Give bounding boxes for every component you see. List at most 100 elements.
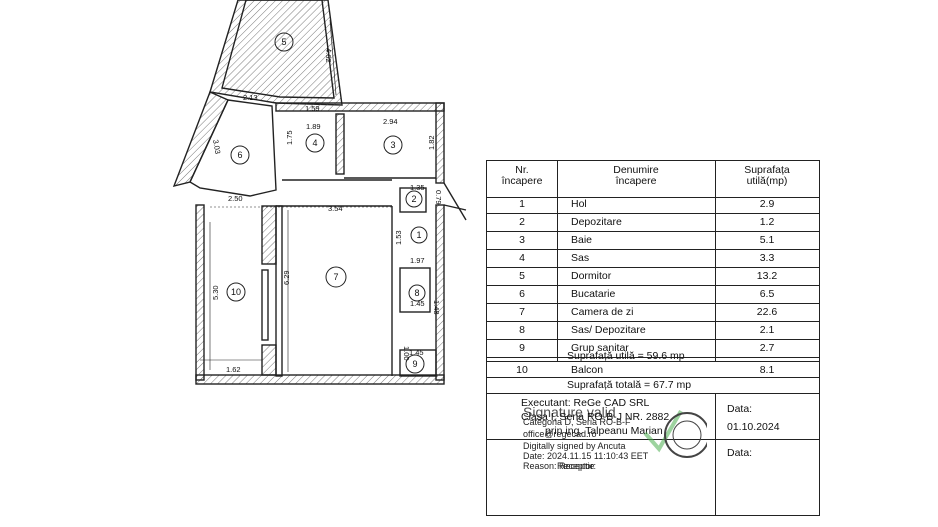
room-marker-4 xyxy=(305,133,325,153)
header-text: Nr. xyxy=(515,164,529,176)
dim-label: 1.48 xyxy=(432,300,441,315)
total-area: Suprafață totală = 67.7 mp xyxy=(567,379,692,391)
row-divider xyxy=(487,321,819,322)
row-divider xyxy=(487,361,819,362)
room-2-box xyxy=(399,187,427,213)
stamp-category: Categoria D, Seria RO-B-F xyxy=(523,417,631,427)
dim-label: 1.59 xyxy=(305,104,320,113)
signature-valid: Signature valid xyxy=(523,404,616,420)
row-divider xyxy=(487,357,819,358)
row-divider xyxy=(487,339,819,340)
dim-label: 4.62 xyxy=(324,48,333,63)
cell-name: Sas xyxy=(571,252,590,264)
room-marker-5 xyxy=(274,32,294,52)
wall-left-balcony xyxy=(195,204,205,381)
dim-label: 1.89 xyxy=(306,122,321,131)
wall-sas-bath xyxy=(335,113,345,175)
room-5-outline xyxy=(221,0,335,99)
table-row: 4 Sas 3.3 xyxy=(487,252,819,266)
table-row: 5 Dormitor 13.2 xyxy=(487,270,819,284)
cell-area: 2.9 xyxy=(759,198,775,210)
window-balcony xyxy=(261,269,269,341)
header-text: încapere xyxy=(615,175,657,187)
executant: Executant: ReGe CAD SRL xyxy=(521,397,650,409)
dim-line-5 xyxy=(329,19,337,96)
wall-balcony-divider-bottom xyxy=(261,344,277,376)
sig-line-2: Date: 2024.11.15 11:10:43 EET xyxy=(523,451,649,461)
cell-area: 6.5 xyxy=(759,288,775,300)
room-marker-10 xyxy=(226,282,246,302)
room-marker-8 xyxy=(408,284,426,302)
row-divider xyxy=(487,231,819,232)
header-text: încapere xyxy=(501,175,543,187)
room-marker-7 xyxy=(325,266,347,288)
wall-room-6 xyxy=(172,91,229,188)
room-label-8: 8 xyxy=(414,288,419,298)
office-email: office@regecad.ro xyxy=(523,429,597,439)
cell-name: Balcon xyxy=(571,364,604,376)
dim-label: 2.13 xyxy=(243,93,258,102)
cell-name: Grup sanitar xyxy=(571,342,629,354)
wall-right-bath xyxy=(435,102,445,184)
col-divider xyxy=(715,161,716,361)
col-header-area: Suprafața utilă(mp) xyxy=(715,161,819,197)
cell-nr: 1 xyxy=(519,198,525,210)
cell-name: Depozitare xyxy=(571,216,622,228)
sig-line-3: Reason: Receptie xyxy=(523,461,595,471)
table-row: 7 Camera de zi 22.6 xyxy=(487,306,819,320)
date-label: Data: xyxy=(727,403,753,415)
row-divider xyxy=(487,393,819,394)
dim-label: 5.30 xyxy=(211,285,220,300)
cell-area: 1.2 xyxy=(759,216,775,228)
cell-nr: 9 xyxy=(519,342,525,354)
cell-nr: 3 xyxy=(519,234,525,246)
cell-nr: 4 xyxy=(519,252,525,264)
dim-label: 1.75 xyxy=(285,130,294,145)
header-text: Suprafața xyxy=(744,164,790,176)
room-marker-6 xyxy=(230,145,250,165)
cell-name: Camera de zi xyxy=(571,306,634,318)
room-label-10: 10 xyxy=(231,287,241,297)
cell-area: 5.1 xyxy=(759,234,775,246)
dim-label: 1.97 xyxy=(410,256,425,265)
room-marker-9 xyxy=(405,354,425,374)
engineer: prin ing. Talpeanu Marian xyxy=(545,425,663,437)
area-table: Nr. încapere Denumire încapere Suprafața… xyxy=(486,160,820,516)
cell-name: Hol xyxy=(571,198,587,210)
row-divider xyxy=(487,303,819,304)
cell-nr: 7 xyxy=(519,306,525,318)
wall-living-left xyxy=(275,205,283,377)
balcony-row: 10 Balcon 8.1 xyxy=(487,364,819,378)
room-marker-1 xyxy=(410,226,428,244)
seal-inner-icon xyxy=(672,420,702,450)
wall-balcony-divider-top xyxy=(261,205,277,265)
room-8-box xyxy=(399,267,431,313)
room-label-7: 7 xyxy=(333,272,338,282)
seal-icon xyxy=(664,412,707,458)
table-header: Nr. încapere Denumire încapere Suprafața… xyxy=(487,161,819,198)
cell-area: 13.2 xyxy=(756,270,778,282)
room-label-2: 2 xyxy=(411,194,416,204)
room-marker-2 xyxy=(405,190,423,208)
checkmark-stamp xyxy=(643,409,707,458)
wall-top-sas xyxy=(275,102,445,112)
date-value: 01.10.2024 xyxy=(727,421,780,433)
row-divider xyxy=(487,377,819,378)
cell-area: 2.1 xyxy=(759,324,775,336)
cell-name: Bucatarie xyxy=(571,288,616,300)
date-label-2: Data: xyxy=(727,447,753,459)
cell-nr: 10 xyxy=(516,364,528,376)
wall-right-stub xyxy=(443,204,467,211)
cell-area: 22.6 xyxy=(756,306,778,318)
dim-label: 1.53 xyxy=(394,230,403,245)
class-line: Clasa I, Seria RO-B-J NR. 2882 xyxy=(521,411,670,423)
cell-name: Dormitor xyxy=(571,270,612,282)
header-text: Denumire xyxy=(613,164,659,176)
cell-area: 3.3 xyxy=(759,252,775,264)
cell-nr: 5 xyxy=(519,270,525,282)
cell-area: 8.1 xyxy=(759,364,775,376)
